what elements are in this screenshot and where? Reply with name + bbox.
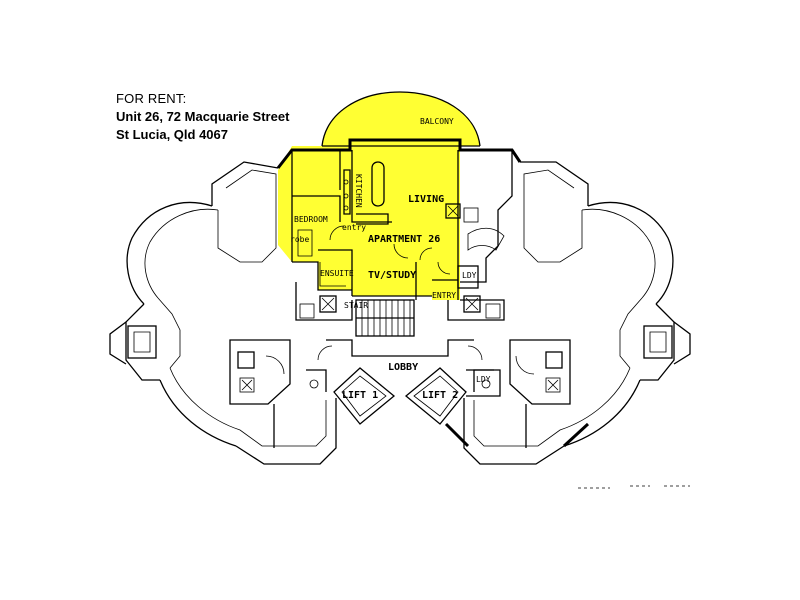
right-wing-edge: [562, 422, 590, 448]
label-laundry-lower: LDY: [476, 375, 491, 384]
label-kitchen: KITCHEN: [354, 174, 363, 208]
label-balcony: BALCONY: [420, 117, 454, 126]
right-bay-room: [643, 325, 673, 359]
lobby: [306, 339, 494, 392]
label-robe: robe: [290, 235, 309, 244]
stair: [355, 299, 415, 337]
left-lower-rooms: [229, 282, 353, 448]
left-bay-room: [127, 325, 157, 359]
label-lift-1: LIFT 1: [342, 390, 378, 401]
listing-address: Unit 26, 72 Macquarie Street: [116, 109, 290, 124]
balcony-outline: [321, 91, 481, 147]
label-lobby: LOBBY: [388, 362, 418, 373]
apartment-26-highlight: [278, 92, 480, 300]
listing-suburb: St Lucia, Qld 4067: [116, 127, 228, 142]
label-ensuite: ENSUITE: [320, 269, 354, 278]
label-tv-study: TV/STUDY: [368, 270, 416, 281]
label-laundry-right: LDY: [462, 271, 477, 280]
left-bay: [109, 321, 127, 365]
label-lift-2: LIFT 2: [422, 390, 458, 401]
lift-2-car: [413, 375, 459, 417]
right-bay-inner: [649, 331, 667, 353]
lift-2-edge: [444, 422, 470, 448]
listing-header: FOR RENT: Unit 26, 72 Macquarie Street S…: [116, 90, 289, 144]
right-neighbour-rooms: [445, 149, 513, 289]
faint-footer-mark: [578, 485, 690, 489]
apartment-26-area: [278, 146, 460, 300]
left-bay-inner: [133, 331, 151, 353]
balcony-area: [322, 92, 480, 146]
label-entry: ENTRY: [432, 291, 456, 300]
label-apartment-26: APARTMENT 26: [368, 234, 440, 245]
label-stair: STAIR: [344, 301, 368, 310]
lift-2-shaft: [404, 367, 467, 425]
label-entry-inner: entry: [342, 223, 366, 232]
right-lower-rooms: [447, 295, 571, 448]
right-bay: [673, 321, 691, 365]
label-bedroom: BEDROOM: [294, 215, 328, 224]
lift-1-car: [341, 375, 387, 417]
apartment-26-walls: [291, 150, 459, 300]
lift-1-shaft: [333, 367, 396, 425]
label-living: LIVING: [408, 194, 444, 205]
listing-status: FOR RENT:: [116, 91, 187, 106]
